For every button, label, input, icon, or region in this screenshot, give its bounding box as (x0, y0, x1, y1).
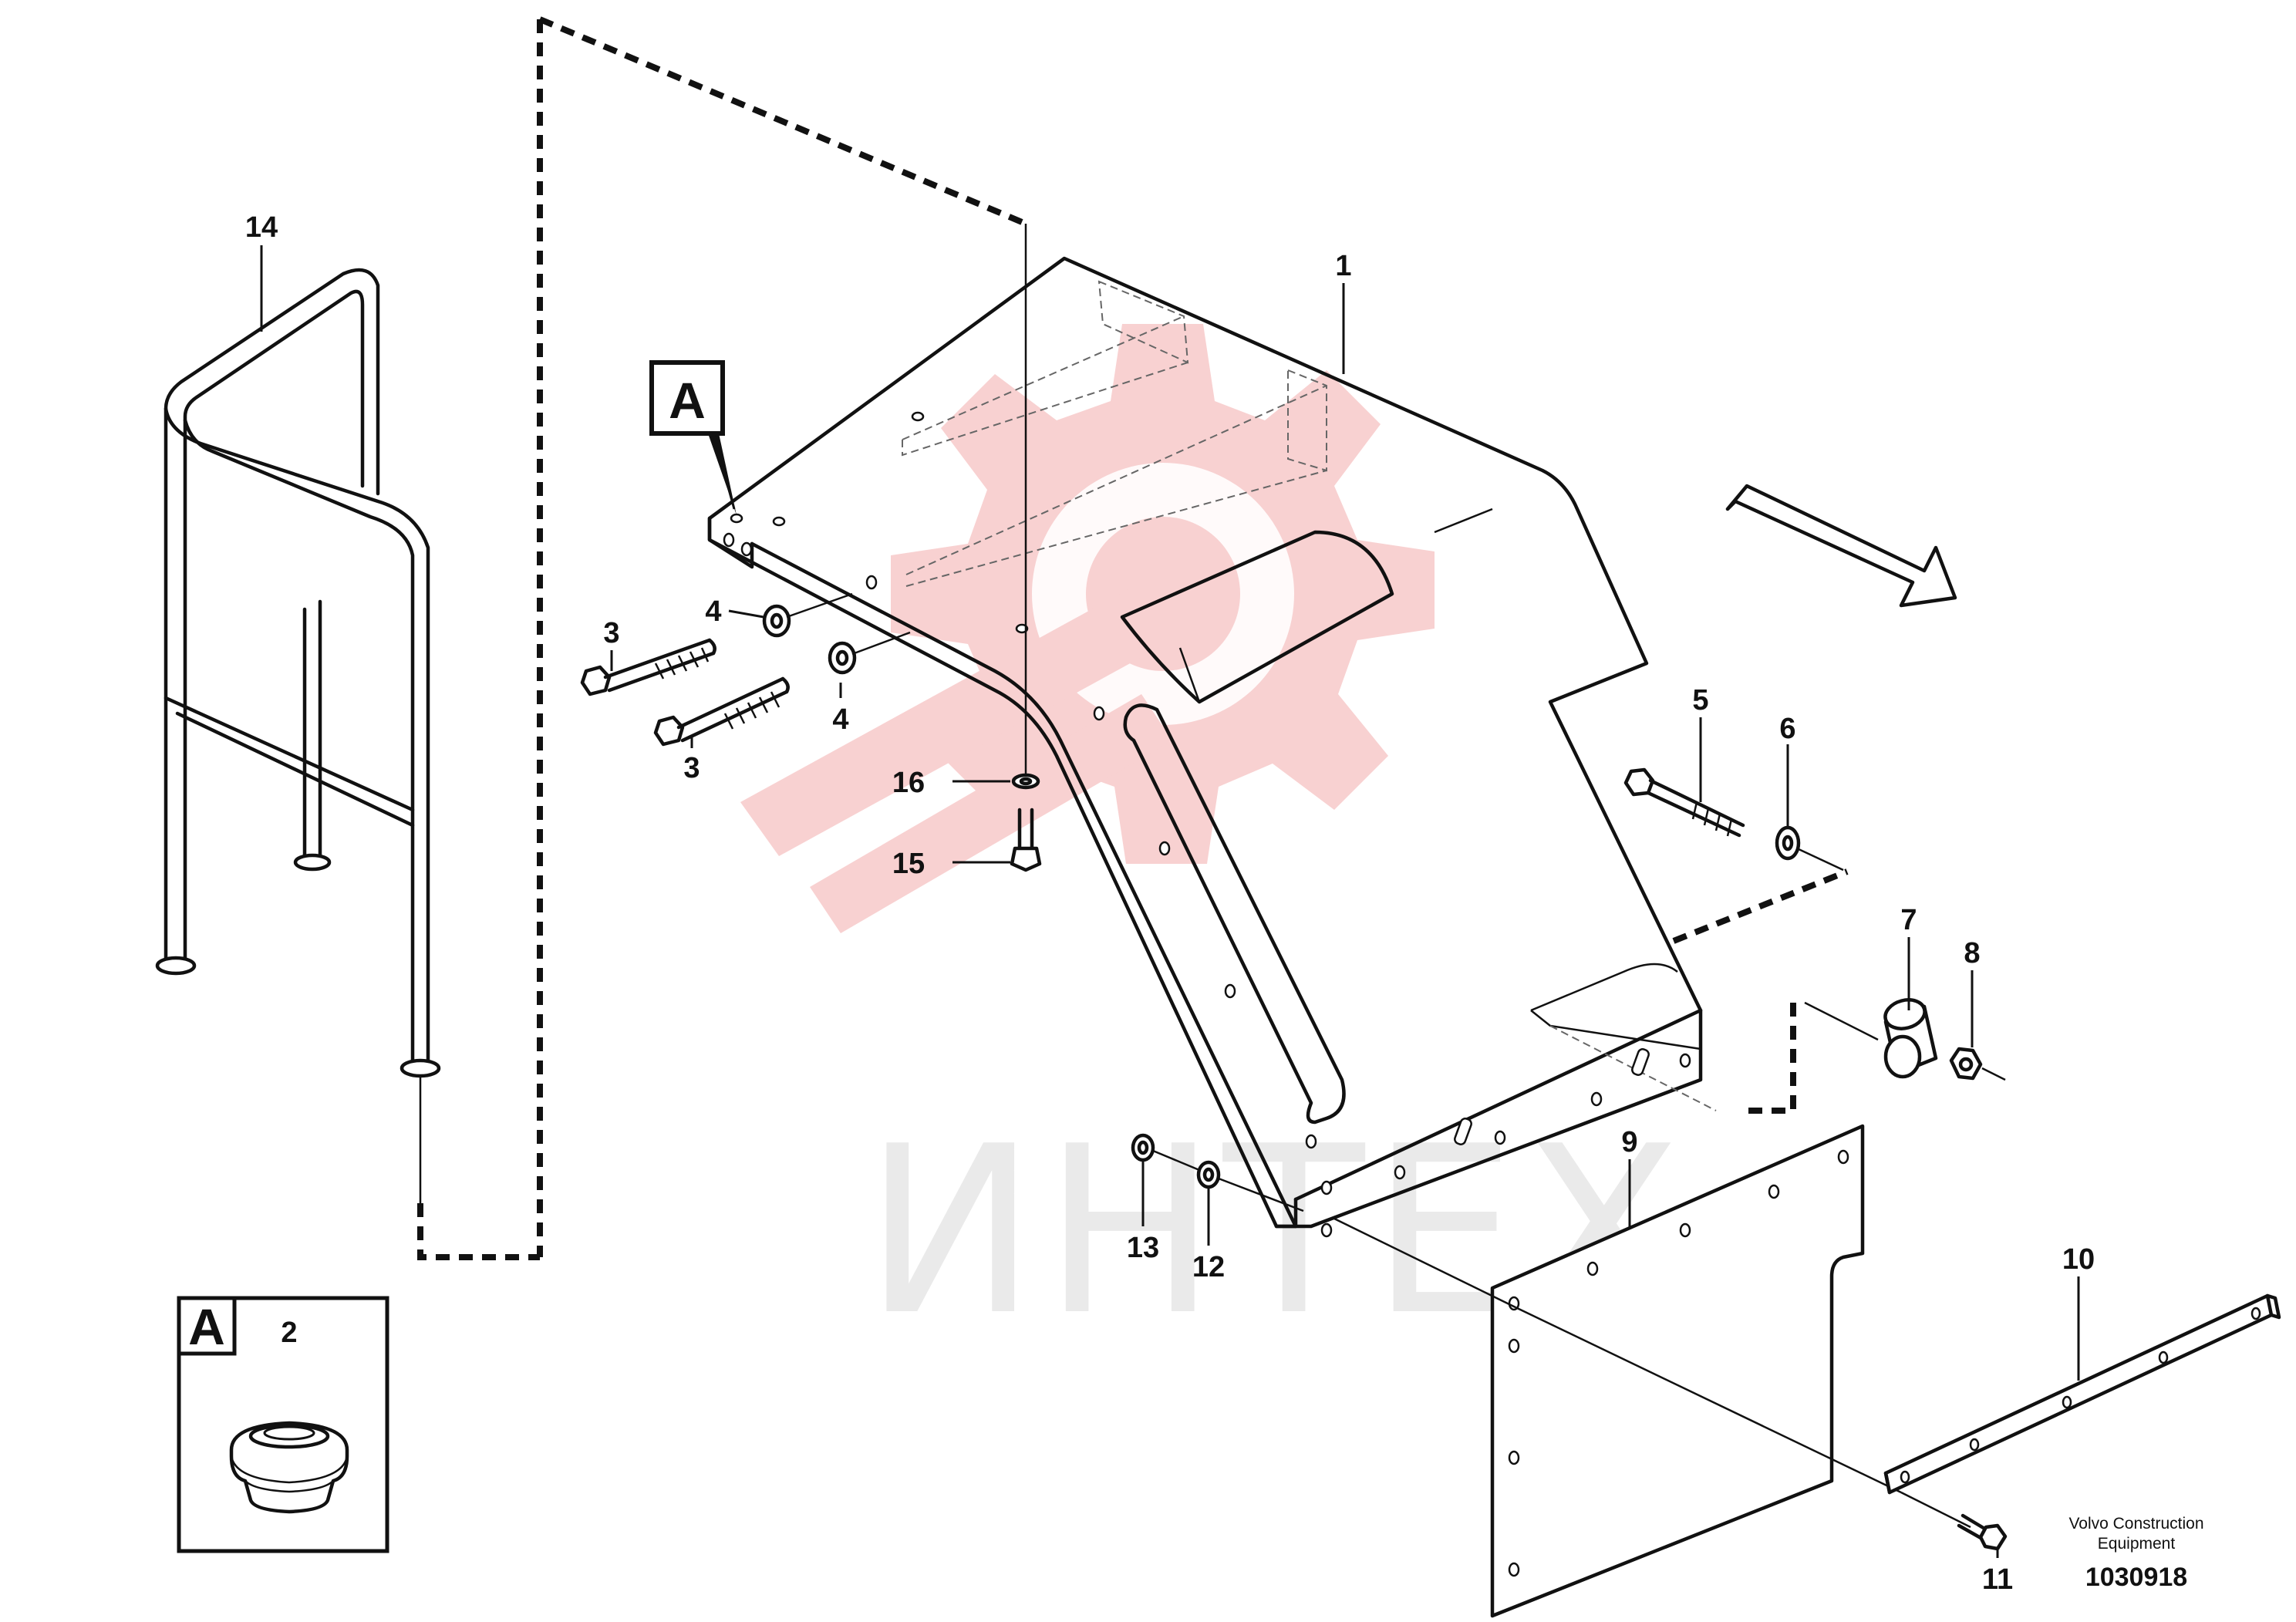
svg-text:A: A (669, 372, 706, 429)
callout-11: 11 (1982, 1563, 2013, 1596)
callout-9: 9 (1621, 1126, 1637, 1158)
handrail-part-14 (155, 268, 441, 1203)
svg-text:A: A (188, 1298, 225, 1355)
direction-arrow-icon (1725, 484, 1957, 608)
step-cover-part-1 (710, 258, 1717, 1238)
drawing-footer: Volvo Construction Equipment 1030918 (2068, 1515, 2203, 1592)
leader-lines (260, 245, 2080, 1558)
detail-tag-a: A (649, 360, 737, 515)
washer-part-6 (1775, 825, 1801, 861)
bolt-part-3-lower (653, 676, 790, 747)
callout-6: 6 (1779, 713, 1795, 745)
callout-14: 14 (245, 211, 278, 244)
washer-part-4-lower (828, 641, 857, 675)
maker-line-2: Equipment (2098, 1535, 2176, 1553)
callout-3-lower: 3 (683, 752, 700, 784)
callout-7: 7 (1900, 904, 1917, 936)
washer-part-4-upper (762, 604, 791, 638)
bolt-part-15 (1010, 808, 1042, 872)
callout-15: 15 (892, 848, 925, 880)
spacer-part-7 (1883, 998, 1938, 1079)
callout-4-lower: 4 (832, 703, 848, 736)
dashed-routing-lines (417, 16, 1849, 1260)
washer-part-13 (1131, 1133, 1155, 1162)
bolt-part-3-upper (580, 638, 716, 696)
strip-part-10 (1883, 1293, 2281, 1495)
callout-1: 1 (1335, 250, 1351, 282)
callout-8: 8 (1964, 937, 1980, 969)
callout-labels: 14 1 3 4 4 3 16 15 5 6 7 8 9 10 11 12 13… (245, 211, 2095, 1596)
detail-inset-a: A (177, 1296, 389, 1553)
callout-3-upper: 3 (603, 617, 619, 649)
bolt-part-11 (1957, 1513, 2008, 1551)
maker-line-1: Volvo Construction (2068, 1515, 2203, 1533)
nut-part-8 (1949, 1047, 1983, 1081)
drawing-number: 1030918 (2085, 1563, 2187, 1592)
plate-part-9 (1490, 1124, 1865, 1618)
washer-part-16 (1011, 773, 1040, 790)
callout-12: 12 (1192, 1251, 1225, 1283)
callout-5: 5 (1692, 684, 1708, 717)
callout-10: 10 (2062, 1243, 2095, 1276)
callout-4-upper: 4 (705, 595, 721, 628)
callout-13: 13 (1127, 1232, 1159, 1264)
grommet-part-2 (229, 1421, 349, 1514)
callout-16: 16 (892, 767, 925, 799)
mounting-holes (723, 411, 1691, 1238)
washer-part-12 (1196, 1160, 1221, 1189)
callout-2: 2 (281, 1317, 297, 1349)
bolt-part-5 (1623, 767, 1745, 838)
